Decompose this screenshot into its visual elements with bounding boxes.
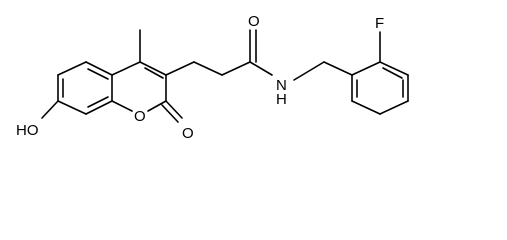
fluorophenyl-ring (351, 61, 409, 115)
lactone-carbonyl (161, 100, 183, 123)
hydroxy-bond (41, 100, 59, 119)
propanamide-chain (165, 29, 273, 76)
molecule-diagram: O N H F HO O O (16, 13, 409, 142)
pyranone-ring (111, 61, 167, 112)
ethyl-linker (293, 61, 353, 81)
carbonyl-oxygen-label: O (248, 13, 260, 30)
hydroxy-label: HO (16, 122, 39, 139)
coumarin-benzene-ring (57, 61, 113, 115)
fluorine-label: F (375, 15, 384, 32)
lactone-oxygen-label: O (182, 125, 194, 142)
ring-oxygen-label: O (134, 108, 146, 125)
amide-hydrogen-label: H (276, 91, 287, 108)
amide-nitrogen-label: N (276, 77, 287, 94)
